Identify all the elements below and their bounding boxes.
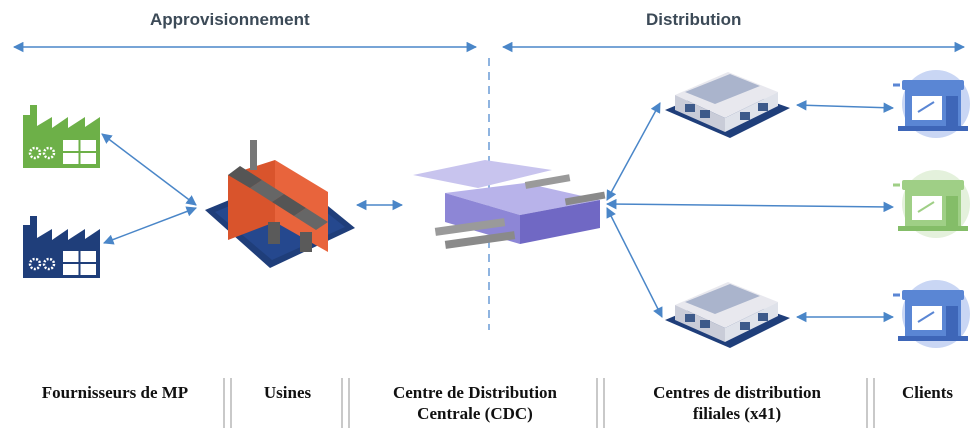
arrow-cdc-client-mid: [605, 198, 895, 213]
supplier-factory-green-icon: [23, 105, 100, 168]
arrow-supplier1-plant: [101, 133, 197, 206]
stage-label-cdc-line1: Centre de Distribution: [392, 383, 557, 402]
distribution-section-title: Distribution: [646, 10, 742, 29]
stage-label-clients: Clients: [902, 383, 953, 402]
supply-section-title: Approvisionnement: [150, 10, 310, 29]
arrow-cdc-branch-top: [606, 102, 661, 201]
arrow-cdc-branch-bottom: [606, 207, 663, 318]
branch-warehouse-bottom-icon: [665, 282, 790, 348]
supplier-factory-navy-icon: [23, 216, 100, 278]
branch-warehouse-top-icon: [665, 72, 790, 138]
stage-label-plants: Usines: [263, 383, 312, 402]
client-shop-middle-icon: [893, 170, 970, 238]
client-shop-bottom-icon: [893, 280, 970, 348]
stage-label-branches-line2: filiales (x41): [692, 404, 782, 423]
stage-label-branches: Centres de distribution filiales (x41): [612, 382, 862, 424]
stage-label-cdc-line2: Centrale (CDC): [417, 404, 533, 423]
stage-label-branches-line1: Centres de distribution: [653, 383, 821, 402]
arrow-branch-top-client: [795, 100, 895, 113]
central-distribution-center-icon: [413, 160, 606, 249]
arrow-supplier2-plant: [103, 206, 197, 245]
stage-label-cdc: Centre de Distribution Centrale (CDC): [355, 382, 595, 424]
client-shop-top-icon: [893, 70, 970, 138]
stage-label-suppliers: Fournisseurs de MP: [41, 383, 189, 402]
plant-factory-icon: [205, 140, 355, 268]
